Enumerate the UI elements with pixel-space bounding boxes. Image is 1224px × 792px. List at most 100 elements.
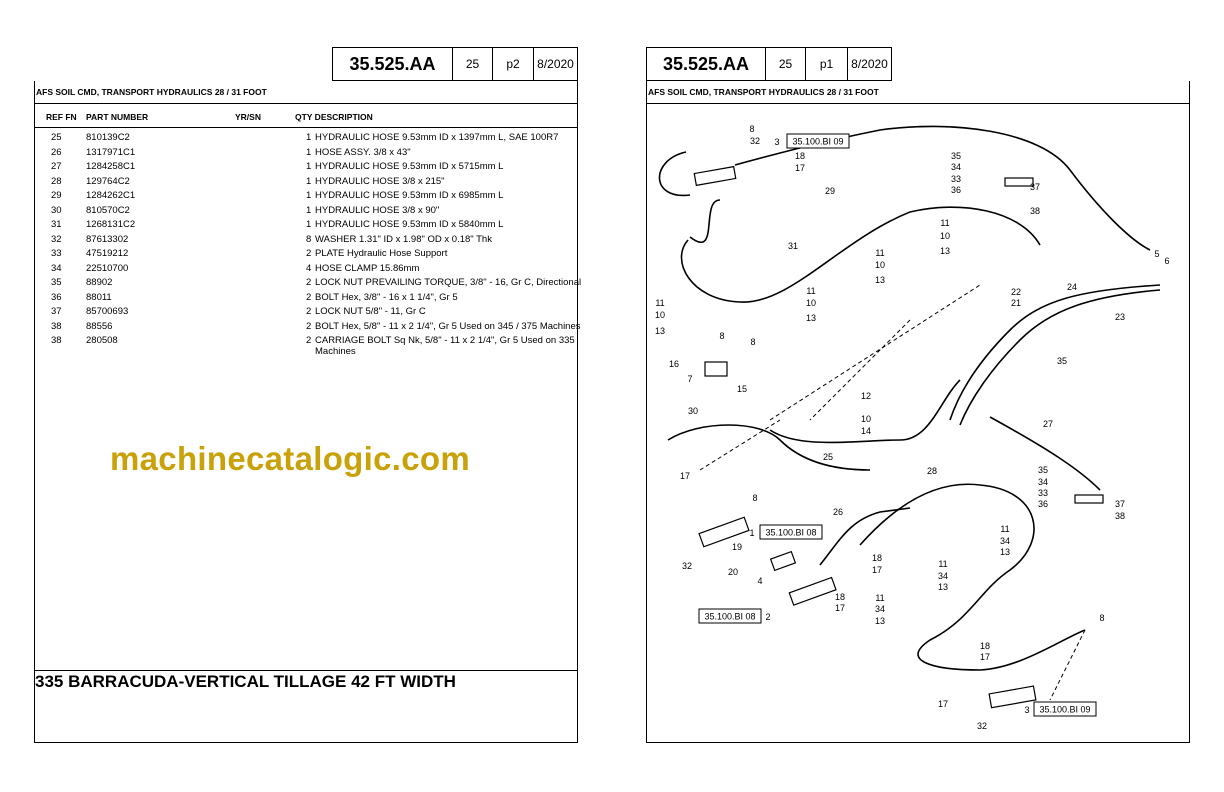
divider [34,670,578,671]
plate [1004,177,1034,187]
callout-label: 35 [1057,356,1067,366]
qty-cell: 1 [306,146,312,158]
hose [689,199,721,244]
ref-cell: 27 [51,161,62,172]
callout-label: 17 [835,603,845,613]
callout-label: 34 [1038,477,1048,487]
callout-label: 19 [732,542,742,552]
plate [769,550,797,572]
callout-label: 32 [682,561,692,571]
reference-label: 35.100.BI 09 [792,137,843,147]
reference-label: 35.100.BI 08 [704,612,755,622]
callout-label: 23 [1115,312,1125,322]
part-number-cell: 85700693 [86,306,129,317]
right-date: 8/2020 [847,47,892,81]
qty-cell: 1 [306,132,312,143]
qty-cell: 2 [306,291,312,303]
callout-label: 13 [806,313,816,323]
ref-cell: 37 [51,306,62,317]
hose-26 [819,507,911,566]
hose-25 [769,379,961,444]
part-number-cell: 810570C2 [86,204,130,216]
callout-label: 7 [687,374,692,384]
callout-label: 27 [1043,419,1053,429]
reference-label: 35.100.BI 09 [1039,705,1090,715]
callout-label: 15 [737,384,747,394]
ref-cell: 26 [51,146,62,158]
description-cell: BOLT Hex, 3/8" - 16 x 1 1/4", Gr 5 [315,291,458,303]
cylinder [788,576,837,606]
callout-label: 20 [728,567,738,577]
callout-label: 17 [680,471,690,481]
qty-cell: 1 [306,204,312,216]
ref-cell: 32 [51,233,62,245]
callout-label: 8 [719,331,724,341]
ref-cell: 31 [51,219,62,230]
callout-label: 33 [1038,488,1048,498]
part-number-cell: 1317971C1 [86,146,136,158]
left-title: AFS SOIL CMD, TRANSPORT HYDRAULICS 28 / … [36,87,267,97]
callout-label: 18 [872,553,882,563]
qty-cell: 2 [306,335,312,346]
callout-label: 34 [1000,536,1010,546]
callout-label: 37 [1115,499,1125,509]
callout-label: 13 [940,246,950,256]
watermark: machinecatalogic.com [110,440,470,477]
ref-cell: 30 [51,204,62,216]
part-number-cell: 810139C2 [86,132,130,143]
callout-label: 35 [951,151,961,161]
cylinder [988,685,1037,709]
divider [646,103,1190,104]
part-number-cell: 1284262C1 [86,190,136,201]
ref-cell: 29 [51,190,62,201]
callout-label: 10 [940,231,950,241]
description-cell: HYDRAULIC HOSE 3/8 x 215" [315,175,445,187]
callout-label: 37 [1030,182,1040,192]
callout-label: 32 [977,721,987,731]
callout-label: 8 [749,124,754,134]
description-cell: LOCK NUT PREVAILING TORQUE, 3/8" - 16, G… [315,277,582,288]
callout-label: 8 [752,493,757,503]
qty-cell: 2 [306,277,312,288]
ref-cell: 38 [51,320,62,332]
callout-label: 14 [861,426,871,436]
callout-label: 18 [795,151,805,161]
right-title: AFS SOIL CMD, TRANSPORT HYDRAULICS 28 / … [648,87,879,97]
qty-cell: 2 [306,248,312,259]
callout-label: 25 [823,452,833,462]
callout-label: 30 [688,406,698,416]
callout-label: 16 [669,359,679,369]
callout-label: 32 [750,136,760,146]
description-cell: HYDRAULIC HOSE 9.53mm ID x 1397mm L, SAE… [315,132,559,143]
description-cell: HOSE CLAMP 15.86mm [315,262,420,274]
ref-cell: 28 [51,175,62,187]
callout-label: 34 [951,162,961,172]
description-cell: HYDRAULIC HOSE 3/8 x 90" [315,204,440,216]
callout-label: 3 [1024,705,1029,715]
bracket [704,361,728,377]
part-number-cell: 47519212 [86,248,129,259]
ref-cell: 35 [51,277,62,288]
hose-31 [680,206,1041,303]
callout-label: 21 [1011,298,1021,308]
qty-cell: 1 [306,175,312,187]
callout-label: 8 [1099,613,1104,623]
description-cell: CARRIAGE BOLT Sq Nk, 5/8" - 11 x 2 1/4",… [315,335,575,346]
callout-label: 38 [1115,511,1125,521]
hose-24 [949,284,1161,426]
machine-title: 335 BARRACUDA-VERTICAL TILLAGE 42 FT WID… [35,672,456,691]
cylinder [693,165,737,187]
qty-cell: 1 [306,161,312,172]
callout-label: 22 [1011,287,1021,297]
description-cell: Machines [315,346,356,357]
callout-label: 29 [825,186,835,196]
callout-label: 13 [938,582,948,592]
part-number-cell: 88556 [86,320,113,332]
callout-label: 11 [940,218,949,228]
description-cell: WASHER 1.31" ID x 1.98" OD x 0.18" Thk [315,233,492,245]
callout-label: 10 [861,414,871,424]
part-number-cell: 129764C2 [86,175,130,187]
callout-label: 1 [749,528,754,538]
description-cell: HYDRAULIC HOSE 9.53mm ID x 5715mm L [315,161,504,172]
